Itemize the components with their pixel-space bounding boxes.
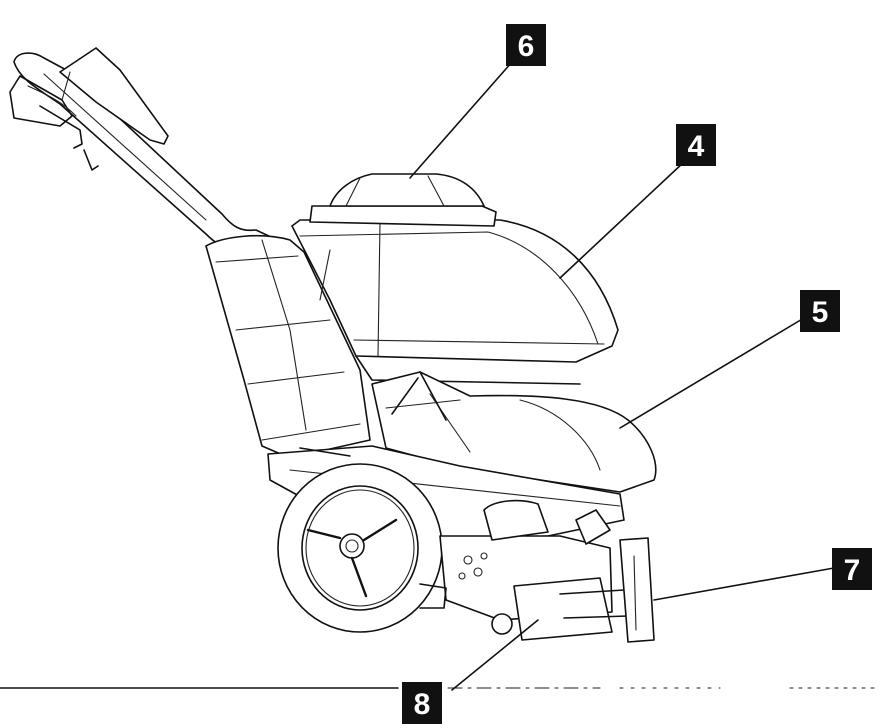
callout-8: 8 bbox=[402, 682, 442, 724]
callout-8-label: 8 bbox=[414, 688, 431, 721]
leader-line-4 bbox=[559, 161, 685, 279]
callout-5: 5 bbox=[800, 290, 840, 332]
callout-5-label: 5 bbox=[812, 296, 829, 329]
callout-7: 7 bbox=[832, 548, 872, 590]
leader-line-8 bbox=[451, 619, 539, 691]
brush-head-assembly bbox=[419, 499, 655, 643]
callout-6-label: 6 bbox=[518, 30, 535, 63]
tank-lid bbox=[309, 173, 497, 227]
handle-assembly bbox=[9, 47, 291, 263]
callout-4: 4 bbox=[676, 124, 716, 166]
wheel bbox=[277, 463, 443, 633]
leader-lines bbox=[409, 61, 835, 691]
leader-line-6 bbox=[409, 61, 513, 179]
upper-tank bbox=[291, 219, 619, 385]
callout-7-label: 7 bbox=[844, 554, 861, 587]
callout-6: 6 bbox=[506, 24, 546, 66]
leader-line-5 bbox=[619, 317, 805, 429]
callout-4-label: 4 bbox=[688, 130, 705, 163]
leader-line-7 bbox=[653, 567, 835, 601]
